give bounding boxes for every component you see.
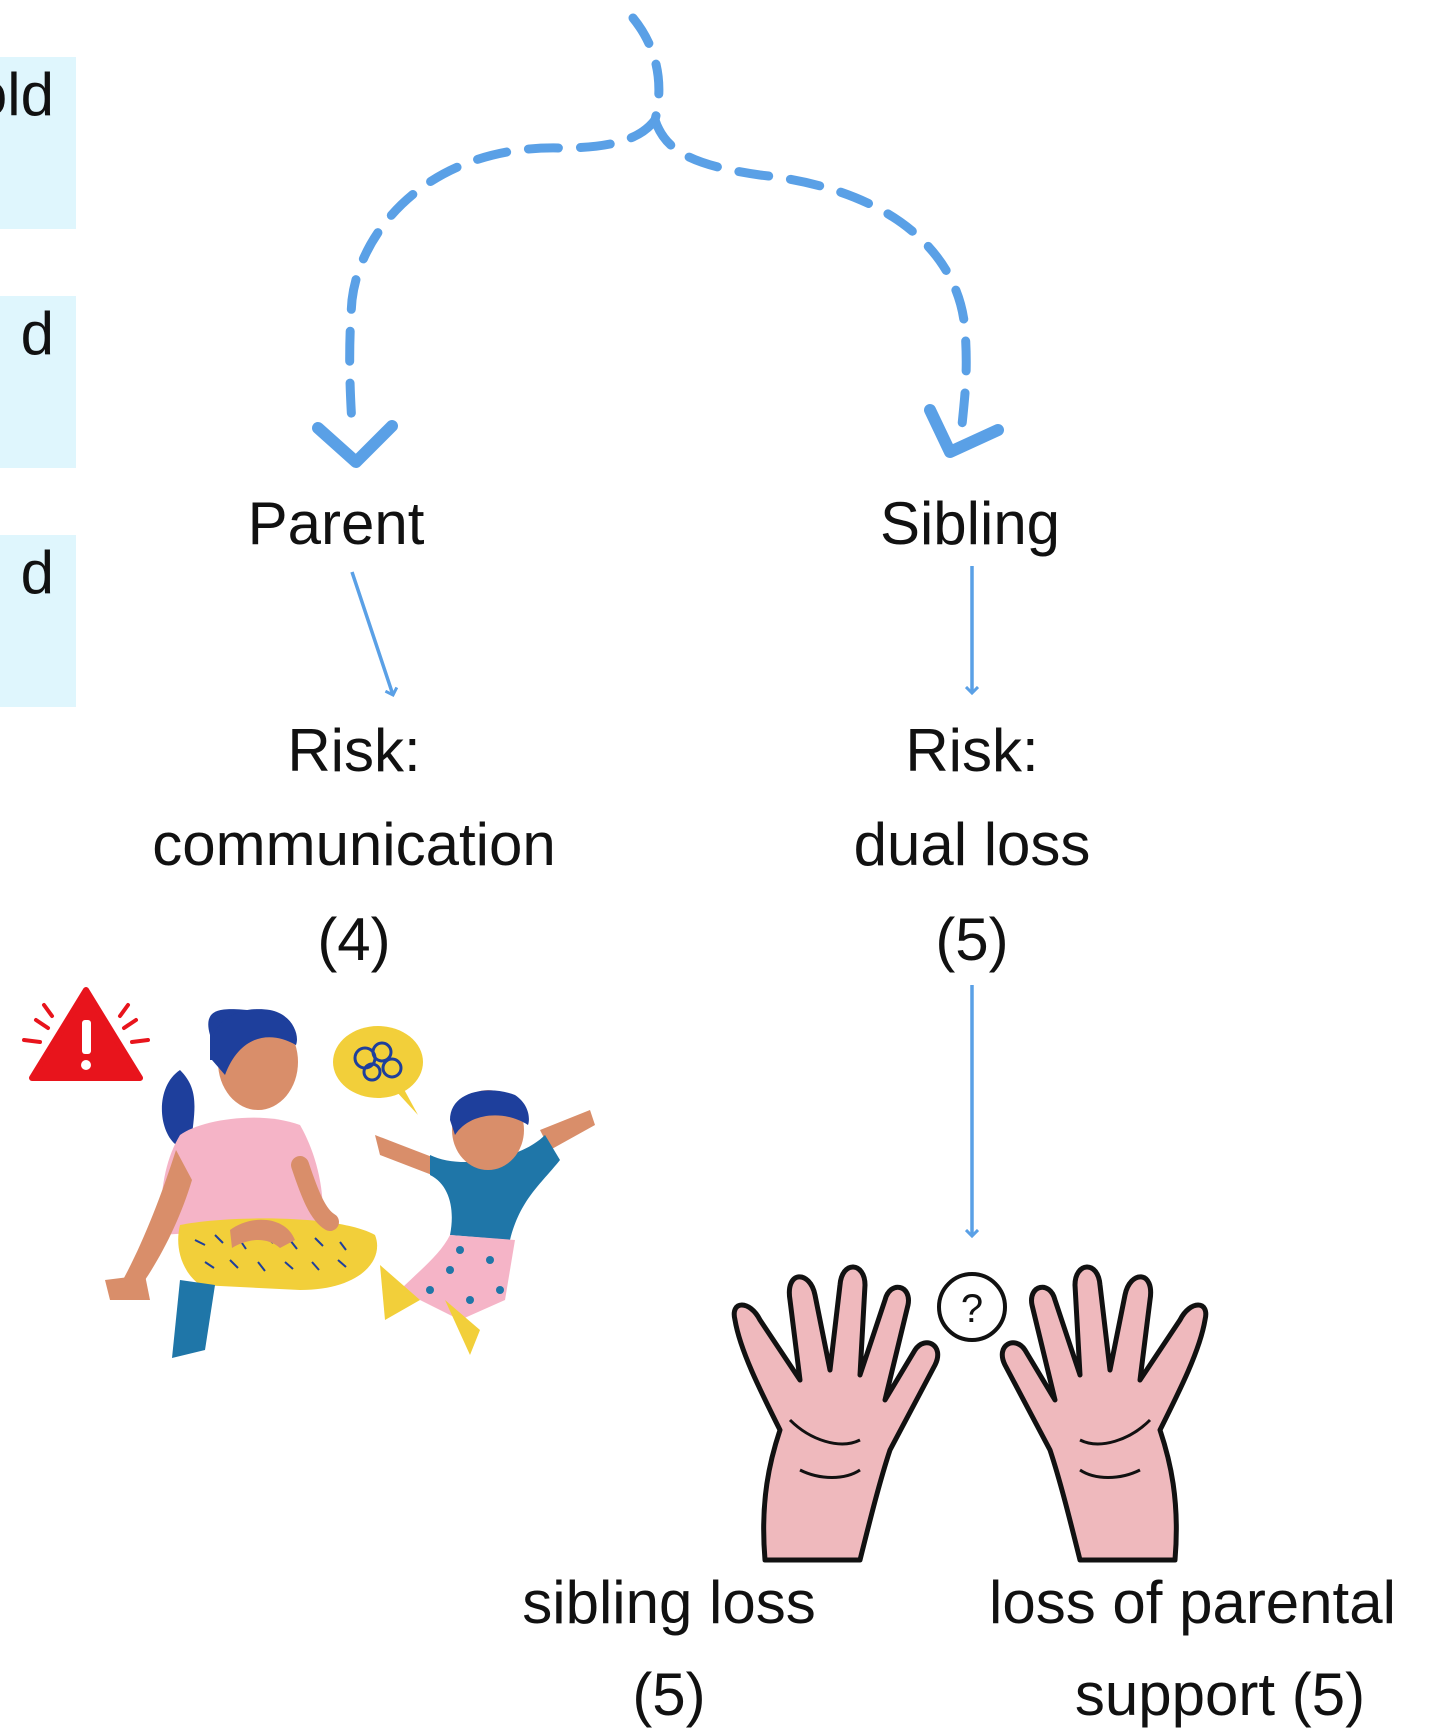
left-hand-icon	[731, 1264, 940, 1563]
child-illustration	[375, 1090, 595, 1355]
parental-loss-line1: loss of parental	[989, 1569, 1396, 1636]
dashed-curve-to-parent	[345, 115, 660, 430]
parental-loss-line2: support (5)	[1074, 1661, 1366, 1728]
side-panel-text: old	[0, 61, 54, 128]
parent-risk-line2: communication	[152, 811, 556, 878]
question-mark: ?	[961, 1287, 983, 1331]
parent-risk-line3: (4)	[317, 906, 391, 973]
warning-triangle-icon	[22, 987, 150, 1081]
sibling-risk-line1: Risk:	[905, 717, 1039, 784]
parent-arrowhead	[312, 420, 398, 468]
side-panel-text: d	[20, 539, 54, 606]
right-hand-icon	[1000, 1264, 1209, 1563]
dashed-curve-to-sibling	[650, 115, 971, 430]
parent-to-risk-arrow	[350, 571, 393, 695]
side-panel-3: d	[0, 535, 76, 707]
sibling-arrowhead	[924, 404, 1004, 458]
side-panel-text: d	[20, 300, 54, 367]
speech-bubble-icon	[333, 1026, 423, 1115]
mother-illustration	[105, 1009, 378, 1358]
sibling-loss-line2: (5)	[632, 1661, 706, 1728]
sibling-risk-line2: dual loss	[853, 811, 1091, 878]
side-panel-1: old	[0, 57, 76, 229]
side-panel-2: d	[0, 296, 76, 468]
top-dashed-line	[628, 13, 664, 125]
question-circle-icon: ?	[937, 1272, 1007, 1342]
parent-label: Parent	[247, 490, 425, 557]
parent-risk-line1: Risk:	[287, 717, 421, 784]
sibling-risk-line3: (5)	[935, 906, 1009, 973]
sibling-loss-line1: sibling loss	[522, 1569, 816, 1636]
branch-connector	[345, 13, 971, 430]
sibling-label: Sibling	[879, 490, 1061, 557]
